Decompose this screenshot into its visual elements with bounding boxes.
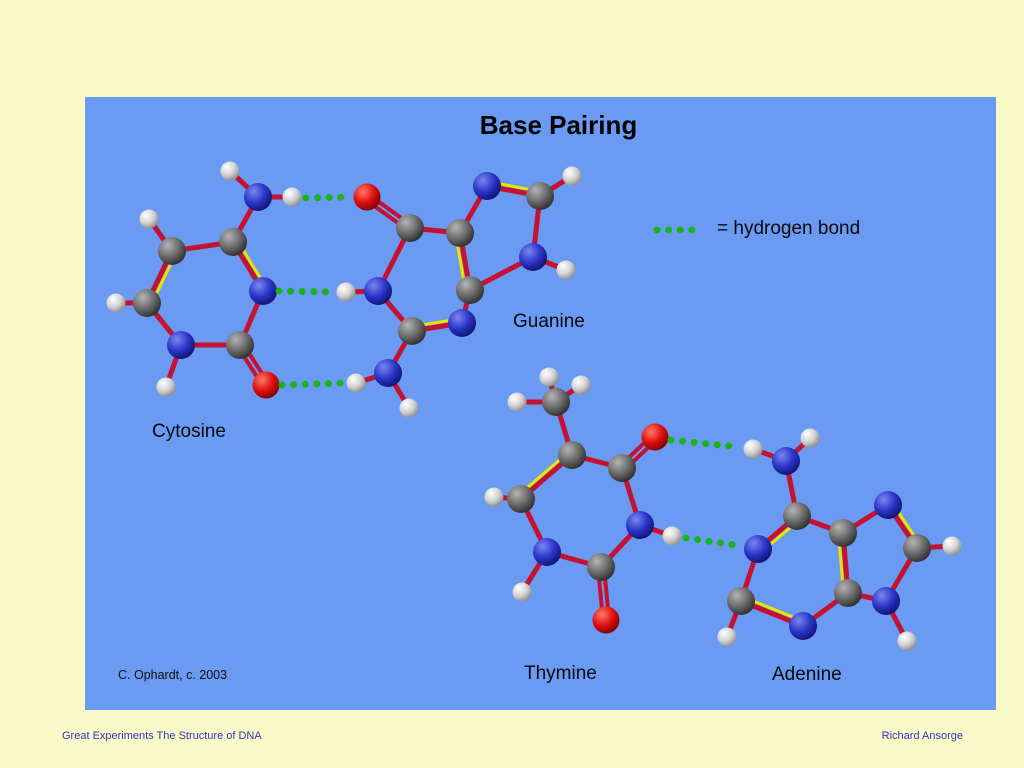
hydrogen-bond-dots: [667, 436, 743, 451]
hydrogen-atom: [507, 392, 527, 412]
nitrogen-atom: [874, 491, 902, 519]
carbon-atom: [219, 228, 247, 256]
carbon-atom: [133, 289, 161, 317]
nitrogen-atom: [533, 538, 561, 566]
carbon-atom: [542, 388, 570, 416]
slide-panel: Base Pairing = hydrogen bond Guanine Cyt…: [85, 97, 996, 710]
hydrogen-atom: [897, 631, 917, 651]
hydrogen-atom: [717, 627, 737, 647]
hydrogen-atom: [106, 293, 126, 313]
credit-text: C. Ophardt, c. 2003: [118, 668, 228, 682]
hydrogen-atom: [942, 536, 962, 556]
nitrogen-atom: [626, 511, 654, 539]
hydrogen-atom: [562, 166, 582, 186]
hydrogen-atom: [399, 398, 419, 418]
carbon-atom: [526, 182, 554, 210]
adenine-molecule: [717, 428, 962, 651]
hydrogen-atom: [139, 209, 159, 229]
hydrogen-atom: [571, 375, 591, 395]
adenine-label: Adenine: [772, 664, 842, 685]
hydrogen-atom: [800, 428, 820, 448]
hydrogen-atom: [743, 439, 763, 459]
hydrogen-bond-legend-text: = hydrogen bond: [717, 218, 861, 239]
carbon-atom: [558, 441, 586, 469]
carbon-atom: [727, 587, 755, 615]
slide-title: Base Pairing: [479, 110, 638, 140]
hydrogen-bond-dots: [302, 193, 355, 202]
carbon-atom: [507, 485, 535, 513]
nitrogen-atom: [167, 331, 195, 359]
carbon-atom: [398, 317, 426, 345]
nitrogen-atom: [364, 277, 392, 305]
carbon-atom: [396, 214, 424, 242]
carbon-atom: [226, 331, 254, 359]
carbon-atom: [783, 502, 811, 530]
nitrogen-atom: [772, 447, 800, 475]
guanine-label: Guanine: [513, 311, 585, 332]
oxygen-atom: [353, 183, 381, 211]
hydrogen-atom: [539, 367, 559, 387]
oxygen-atom: [252, 371, 280, 399]
nitrogen-atom: [519, 243, 547, 271]
cytosine-molecule: [106, 161, 302, 399]
footer-title: Great Experiments The Structure of DNA: [62, 730, 262, 742]
nitrogen-atom: [249, 277, 277, 305]
guanine-molecule: [336, 166, 582, 418]
nitrogen-atom: [448, 309, 476, 337]
nitrogen-atom: [744, 535, 772, 563]
carbon-atom: [829, 519, 857, 547]
hydrogen-atom: [336, 282, 356, 302]
hydrogen-atom: [662, 526, 682, 546]
nitrogen-atom: [872, 587, 900, 615]
carbon-atom: [446, 219, 474, 247]
hydrogen-atom: [156, 377, 176, 397]
nitrogen-atom: [473, 172, 501, 200]
nitrogen-atom: [244, 183, 272, 211]
carbon-atom: [158, 237, 186, 265]
carbon-atom: [834, 579, 862, 607]
hydrogen-atom: [346, 373, 366, 393]
hydrogen-atom: [512, 582, 532, 602]
hydrogen-bond-dots: [275, 287, 338, 296]
hydrogen-atom: [282, 187, 302, 207]
footer-author: Richard Ansorge: [881, 730, 963, 742]
carbon-atom: [456, 276, 484, 304]
nitrogen-atom: [789, 612, 817, 640]
thymine-molecule: [484, 367, 682, 634]
carbon-atom: [587, 553, 615, 581]
carbon-atom: [903, 534, 931, 562]
nitrogen-atom: [374, 359, 402, 387]
cytosine-label: Cytosine: [152, 421, 226, 442]
carbon-atom: [608, 454, 636, 482]
thymine-label: Thymine: [524, 663, 597, 684]
hydrogen-bond-dots: [682, 534, 746, 550]
oxygen-atom: [641, 423, 669, 451]
hydrogen-atom: [220, 161, 240, 181]
hydrogen-atom: [556, 260, 576, 280]
oxygen-atom: [592, 606, 620, 634]
hydrogen-atom: [484, 487, 504, 507]
hydrogen-bond-dots: [278, 379, 348, 389]
base-pairing-diagram: [106, 161, 962, 651]
